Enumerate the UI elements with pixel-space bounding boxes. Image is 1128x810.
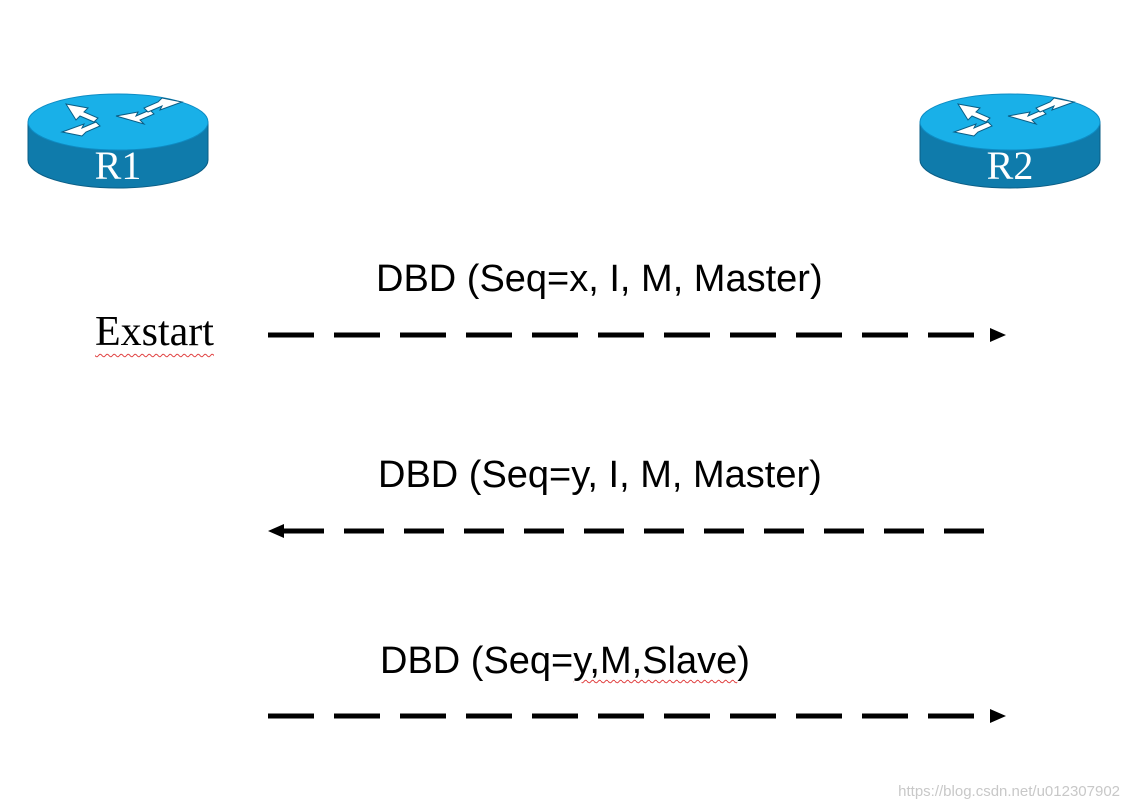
message-3-arrow: [268, 709, 1006, 723]
message-1-arrow: [268, 328, 1006, 342]
router-label: R2: [986, 143, 1034, 188]
router-r2: R2: [918, 84, 1102, 194]
message-3-prefix: DBD (Seq=: [380, 640, 574, 682]
router-icon: [919, 93, 1101, 189]
router-r1: R1: [26, 84, 210, 194]
watermark: https://blog.csdn.net/u012307902: [898, 783, 1120, 800]
message-2-label: DBD (Seq=y, I, M, Master): [378, 454, 822, 496]
router-label: R1: [94, 143, 142, 188]
message-3-spellcheck-text: y,M,Slave: [573, 640, 738, 682]
message-3-label: DBD (Seq=y,M,Slave): [380, 640, 750, 683]
message-3-suffix: ): [737, 640, 750, 682]
message-1-label: DBD (Seq=x, I, M, Master): [376, 258, 823, 300]
state-label-exstart: Exstart: [95, 309, 214, 355]
message-2-arrow: [268, 524, 992, 538]
router-icon: [27, 93, 209, 189]
